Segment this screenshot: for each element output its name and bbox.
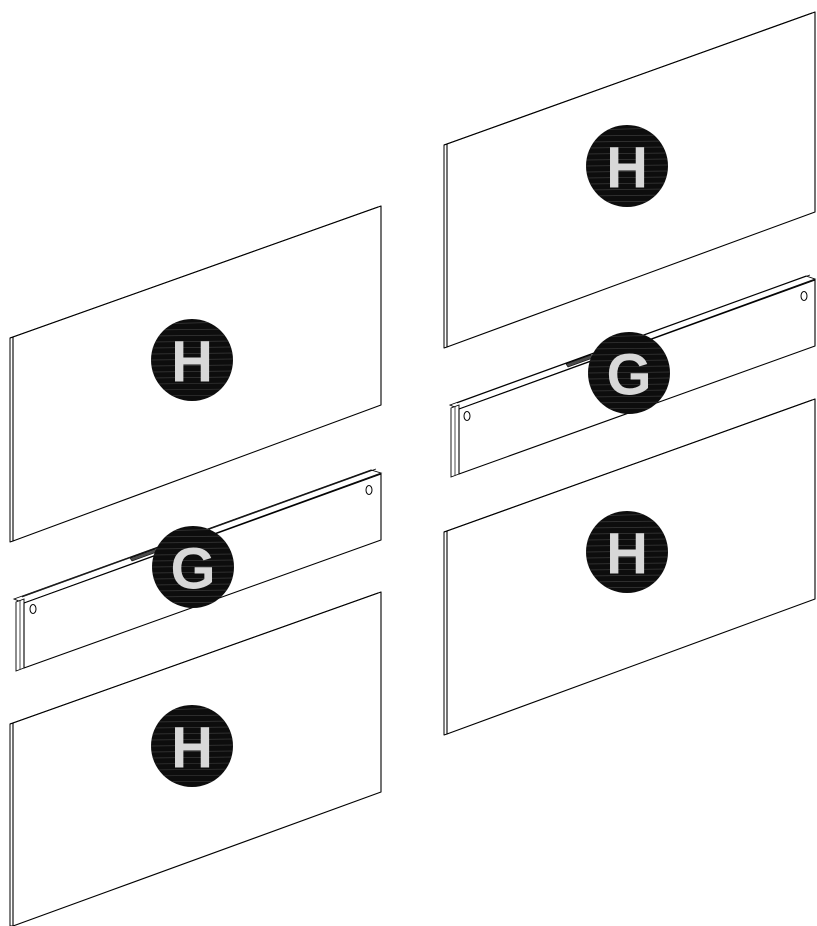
part-label-g: G [606,343,651,408]
right-rail-badge: G [588,332,670,414]
part-label-h: H [171,330,213,395]
right-top-panel-badge: H [586,125,668,207]
rail-hole [29,604,37,614]
rail-hole [800,291,808,301]
part-label-h: H [606,522,648,587]
left-bottom-panel-badge: H [151,705,233,787]
rail-hole [365,485,373,495]
part-label-h: H [171,716,213,781]
left-rail-badge: G [152,526,234,608]
right-bottom-panel-badge: H [586,511,668,593]
part-label-g: G [170,537,215,602]
left-top-panel-badge: H [151,319,233,401]
rail-hole [463,411,471,421]
part-label-h: H [606,136,648,201]
